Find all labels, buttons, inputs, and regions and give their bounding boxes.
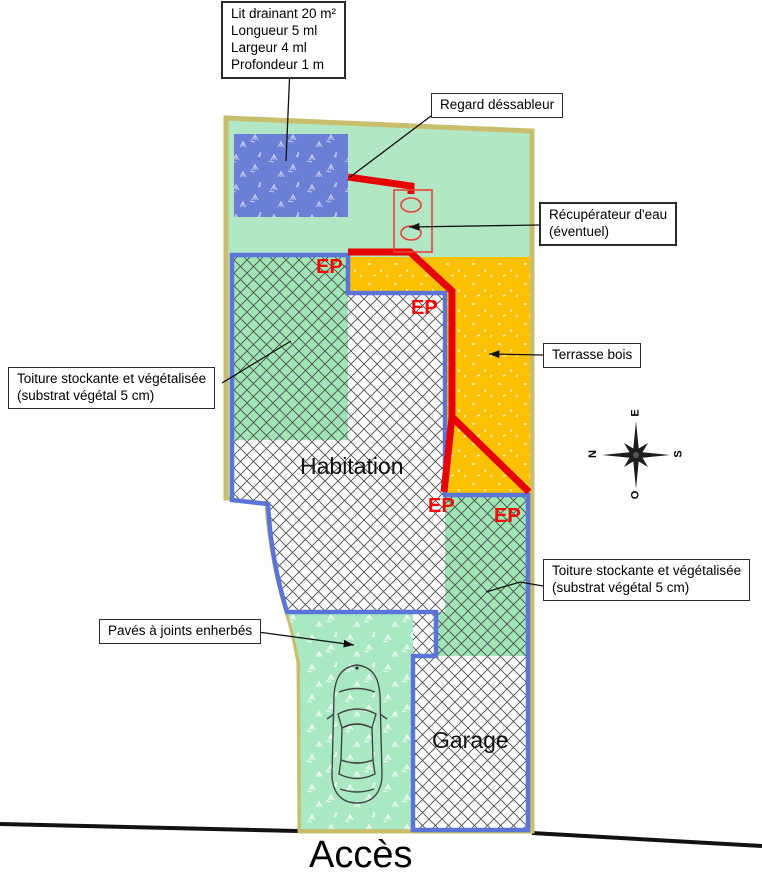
lit-drainant-line: Largeur 4 ml (231, 39, 307, 55)
paves-enherbes-area (288, 614, 413, 829)
green-roof-left (232, 255, 348, 440)
compass-east-label: E (629, 409, 642, 417)
terrasse-bois-label: Terrasse bois (543, 343, 642, 368)
lit-drainant-label: Lit drainant 20 m² Longueur 5 ml Largeur… (221, 1, 347, 79)
rainwater-pipes (347, 173, 532, 495)
ep-tag-1: EP (316, 256, 343, 278)
recuperateur-line: (éventuel) (549, 223, 610, 239)
regard-dessableur-label: Regard déssableur (431, 93, 564, 118)
compass-north-label: N (586, 450, 599, 458)
toiture-right-label: Toiture stockante et végétalisée (substr… (543, 559, 751, 601)
paves-enherbes-label: Pavés à joints enherbés (99, 619, 262, 644)
recuperateur-symbol (393, 189, 433, 253)
ep-tag-3: EP (428, 495, 455, 517)
building-outline (229, 252, 531, 833)
compass-rose-icon (602, 421, 670, 489)
toiture-right-line: (substrat végétal 5 cm) (552, 579, 690, 595)
recuperateur-line: Récupérateur d'eau (549, 207, 668, 222)
toiture-right-line: Toiture stockante et végétalisée (552, 563, 742, 578)
garage-text: Garage (432, 727, 509, 753)
ep-tag-4: EP (494, 505, 521, 527)
recuperateur-label: Récupérateur d'eau (éventuel) (539, 202, 678, 246)
toiture-left-line: Toiture stockante et végétalisée (17, 371, 207, 386)
ep-tag-2: EP (411, 297, 438, 319)
leader-lines (221, 66, 544, 648)
acces-text: Accès (309, 834, 413, 875)
car-icon (326, 664, 388, 804)
lit-drainant-line: Lit drainant 20 m² (231, 6, 337, 21)
terrasse-bois-area (350, 257, 530, 494)
toiture-left-label: Toiture stockante et végétalisée (substr… (8, 367, 216, 409)
habitation-roof (232, 293, 445, 656)
lit-drainant-line: Profondeur 1 m (231, 56, 325, 72)
green-roof-right (436, 494, 529, 656)
habitation-text: Habitation (300, 453, 404, 479)
garage-roof (413, 656, 529, 830)
lit-drainant-area (234, 134, 348, 217)
street-line (0, 822, 762, 848)
compass-west-label: O (629, 490, 642, 500)
compass-south-label: S (672, 450, 685, 458)
lit-drainant-line: Longueur 5 ml (231, 22, 318, 38)
toiture-left-line: (substrat végétal 5 cm) (17, 387, 155, 403)
